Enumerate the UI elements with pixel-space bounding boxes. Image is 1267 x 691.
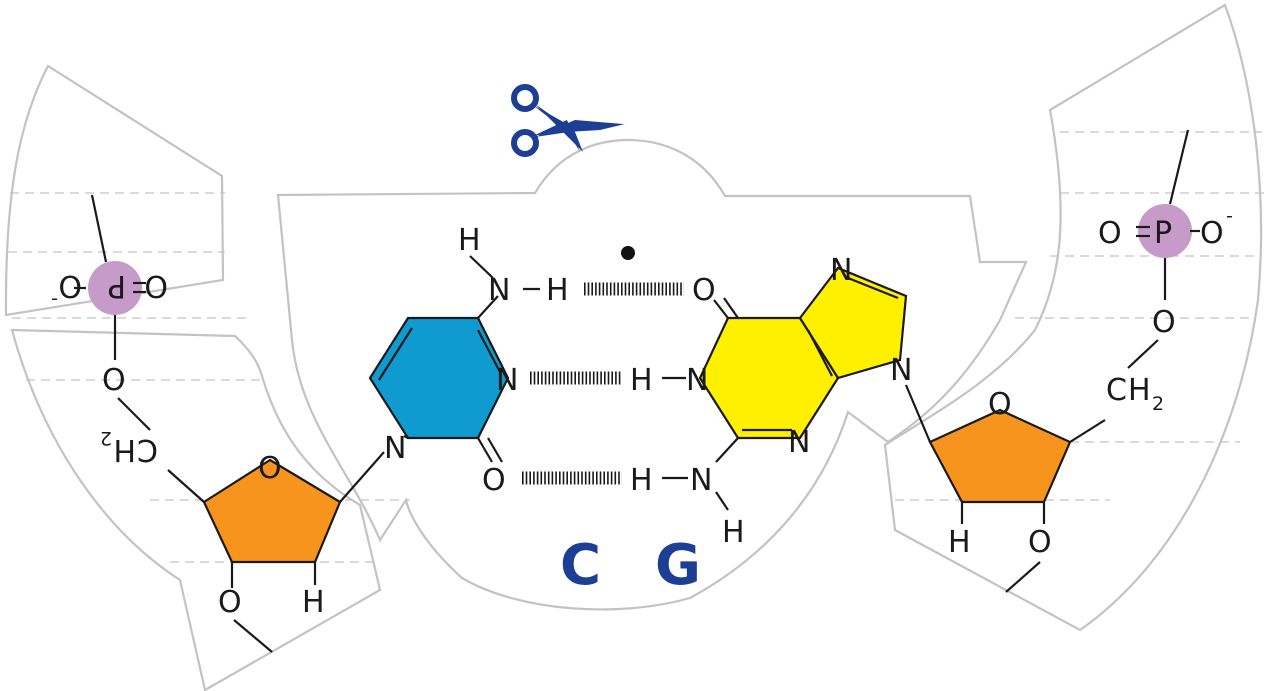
atom-n: N [890, 353, 912, 388]
atom-n: N [384, 431, 406, 466]
atom-n: N [690, 463, 712, 498]
left-phosphate [88, 261, 142, 315]
atom-n: N [830, 253, 852, 288]
atom-c: C [137, 432, 158, 467]
right-sugar [928, 408, 1072, 504]
atom-o: O [692, 273, 716, 308]
guanine-five-ring [798, 266, 908, 380]
atom-h: H [948, 525, 971, 560]
atom-p: P [108, 268, 126, 303]
dot-icon [621, 246, 635, 260]
atom-h: H [302, 585, 325, 620]
left-arm-outline [10, 328, 382, 691]
atom-labels: H N H N N O O H N N N N H N H O P O - O … [51, 205, 1233, 620]
atom-n: N [496, 363, 518, 398]
cytosine-double-bond [477, 329, 501, 373]
atom-h: H [630, 363, 653, 398]
guanine-double-bond [807, 329, 833, 377]
atom-h: H [546, 273, 569, 308]
atom-h: H [630, 463, 653, 498]
atom-n: N [488, 273, 510, 308]
left-piece-outline [4, 64, 225, 317]
base-letter-g: G [655, 533, 701, 598]
subscript-two: 2 [100, 427, 112, 449]
base-letter-c: C [560, 533, 601, 598]
left-ch2: C H 2 [100, 427, 158, 467]
charge-minus: - [1226, 205, 1233, 227]
scissors-icon [511, 84, 625, 157]
center-piece-outline [276, 138, 1028, 611]
left-sugar [202, 458, 342, 564]
atom-h: H [722, 515, 745, 550]
atom-o: O [988, 387, 1012, 422]
atom-o: O [144, 268, 168, 303]
atom-p: P [1154, 216, 1172, 251]
right-phosphate [1138, 204, 1192, 258]
atom-o: O [58, 268, 82, 303]
atom-o: O [102, 363, 126, 398]
atom-o: O [218, 585, 242, 620]
charge-minus: - [51, 289, 58, 311]
left-phosphate-group: O P O - [51, 268, 168, 311]
atom-h: H [1128, 373, 1151, 408]
atom-o: O [1098, 216, 1122, 251]
atom-o: O [482, 463, 506, 498]
atom-o: O [1152, 305, 1176, 340]
cytosine-double-bond [378, 327, 413, 381]
atom-o: O [258, 451, 282, 486]
guanine-double-bond [847, 276, 899, 300]
atom-o: O [1200, 216, 1224, 251]
atom-n: N [788, 425, 810, 460]
subscript-two: 2 [1152, 393, 1164, 415]
atom-n: N [686, 363, 708, 398]
atom-c: C [1106, 373, 1127, 408]
atom-o: O [1028, 525, 1052, 560]
atom-h: H [458, 223, 481, 258]
covalent-bonds [74, 129, 1200, 653]
atom-h: H [113, 432, 136, 467]
